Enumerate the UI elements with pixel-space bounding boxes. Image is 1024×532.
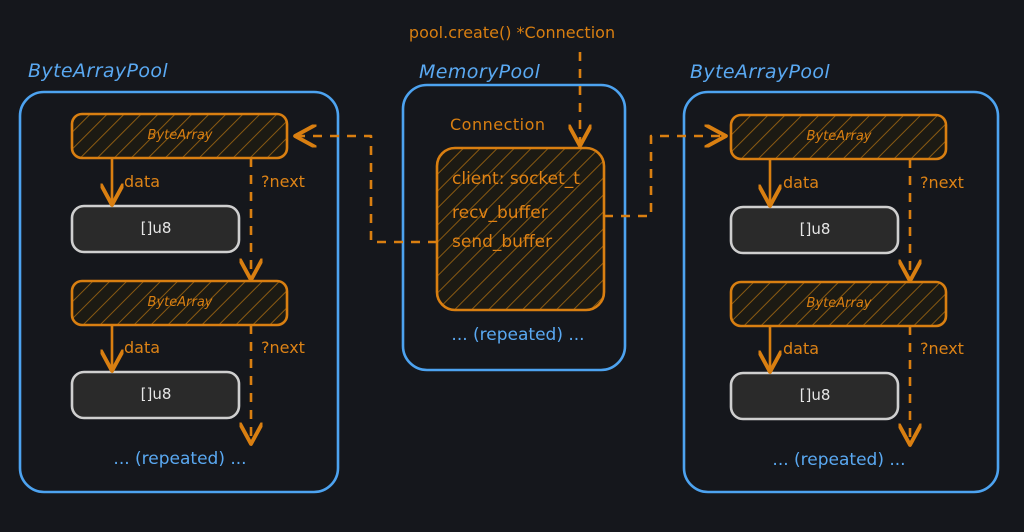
pool-container-right <box>682 90 1000 494</box>
struct-box-bytearray <box>729 113 948 161</box>
pool-container-center <box>401 83 627 372</box>
pool-container-left <box>18 90 340 494</box>
plain-box-u8 <box>70 370 241 420</box>
struct-box-bytearray <box>70 279 289 327</box>
struct-box-bytearray <box>729 280 948 328</box>
edge-send-buffer <box>299 136 437 244</box>
plain-box-u8 <box>70 204 241 254</box>
struct-box-bytearray <box>70 112 289 160</box>
plain-box-u8 <box>729 205 900 255</box>
edge-recv-buffer <box>604 136 722 218</box>
plain-box-u8 <box>729 371 900 421</box>
struct-box-connection <box>435 146 606 312</box>
